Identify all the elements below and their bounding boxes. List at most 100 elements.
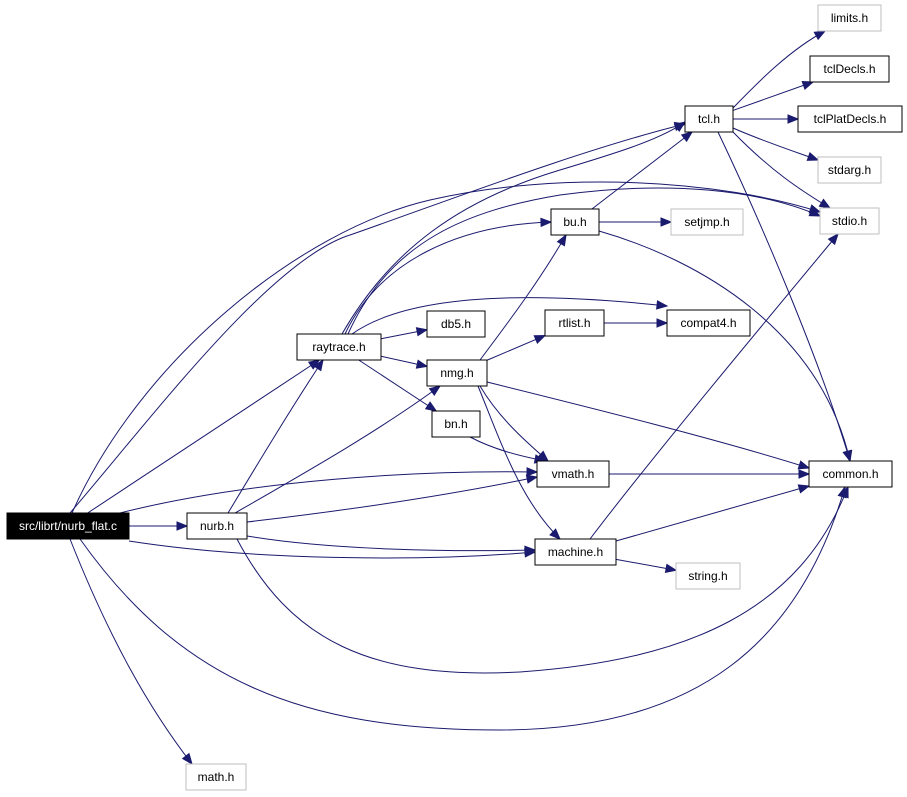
node-label: raytrace.h	[312, 340, 365, 354]
edge-machine-to-stdio	[589, 232, 839, 540]
node-string[interactable]: string.h	[675, 562, 741, 590]
arrowhead-icon	[428, 385, 442, 397]
node-box	[536, 460, 610, 488]
edge-raytrace-to-db5	[380, 327, 429, 340]
node-machine[interactable]: machine.h	[534, 538, 617, 566]
edge-tcl-to-stdarg	[732, 127, 820, 161]
edge-machine-to-string	[615, 558, 678, 573]
edge-line	[246, 535, 536, 552]
node-box	[670, 208, 744, 236]
arrowhead-icon	[524, 545, 537, 555]
node-box	[426, 310, 486, 338]
node-vmath[interactable]: vmath.h	[536, 460, 610, 488]
node-nurb[interactable]: nurb.h	[186, 512, 248, 540]
node-label: stdarg.h	[828, 163, 871, 177]
node-label: string.h	[688, 569, 727, 583]
edge-nmg-to-vmath	[479, 385, 550, 462]
edge-raytrace-to-stdio	[347, 187, 822, 335]
edge-nurb_flat-to-machine	[128, 540, 537, 559]
edge-nurb-to-raytrace	[227, 358, 324, 514]
node-label: setjmp.h	[684, 215, 729, 229]
edge-raytrace-to-bu	[344, 217, 553, 335]
edge-nurb_flat-to-nurb	[129, 521, 189, 531]
node-nmg[interactable]: nmg.h	[426, 359, 488, 387]
arrowhead-icon	[787, 114, 800, 124]
edge-nurb_flat-to-math	[69, 538, 193, 766]
node-box	[675, 562, 741, 590]
edge-line	[234, 385, 441, 514]
node-bn[interactable]: bn.h	[431, 410, 481, 438]
edge-line	[71, 181, 821, 514]
node-raytrace[interactable]: raytrace.h	[296, 333, 382, 361]
node-label: machine.h	[548, 545, 603, 559]
arrowhead-icon	[313, 358, 324, 372]
arrowhead-icon	[415, 327, 429, 337]
arrowhead-icon	[818, 198, 832, 209]
node-math[interactable]: math.h	[185, 763, 247, 791]
arrowhead-icon	[556, 233, 567, 247]
edge-tcl-to-tclDecls	[732, 81, 815, 111]
edge-vmath-to-common	[609, 469, 811, 479]
node-compat4[interactable]: compat4.h	[666, 309, 751, 337]
arrowhead-icon	[526, 467, 539, 477]
node-box	[6, 512, 130, 540]
edge-bu-to-tcl	[591, 131, 694, 210]
edge-nurb_flat-to-raytrace	[87, 359, 321, 514]
arrowhead-icon	[797, 484, 811, 494]
edge-line	[486, 335, 546, 361]
edge-line	[236, 486, 849, 674]
node-box	[534, 538, 617, 566]
node-box	[819, 207, 880, 235]
node-tclPlatDecls[interactable]: tclPlatDecls.h	[797, 105, 903, 133]
edge-line	[477, 385, 561, 540]
edge-nmg-to-common	[486, 381, 811, 470]
edge-line	[615, 485, 810, 542]
node-setjmp[interactable]: setjmp.h	[670, 208, 744, 236]
node-box	[426, 359, 488, 387]
edge-bn-to-vmath	[469, 436, 547, 464]
node-box	[550, 208, 600, 236]
edge-bu-to-setjmp	[599, 217, 673, 227]
arrowhead-icon	[797, 460, 811, 470]
node-nurb_flat[interactable]: src/librt/nurb_flat.c	[6, 512, 130, 540]
arrowhead-icon	[424, 401, 438, 412]
node-stdarg[interactable]: stdarg.h	[817, 156, 882, 184]
arrowhead-icon	[533, 335, 547, 345]
arrowhead-icon	[415, 359, 429, 369]
node-box	[817, 4, 882, 32]
node-box	[684, 105, 734, 133]
node-bu[interactable]: bu.h	[550, 208, 600, 236]
edge-line	[717, 131, 851, 462]
arrowhead-icon	[525, 474, 539, 484]
edge-nurb-to-machine	[246, 535, 537, 555]
node-label: common.h	[822, 467, 878, 481]
edge-line	[119, 471, 538, 514]
node-common[interactable]: common.h	[808, 460, 893, 488]
edge-line	[732, 81, 814, 111]
arrowhead-icon	[664, 563, 678, 573]
edge-line	[227, 359, 324, 514]
arrowhead-icon	[673, 121, 687, 132]
node-stdio[interactable]: stdio.h	[819, 207, 880, 235]
node-box	[809, 55, 890, 83]
arrowhead-icon	[176, 521, 189, 531]
node-tcl[interactable]: tcl.h	[684, 105, 734, 133]
node-box	[185, 763, 247, 791]
node-label: tclDecls.h	[823, 62, 875, 76]
edge-line	[479, 234, 567, 361]
edge-line	[598, 230, 851, 462]
edge-bu-to-common	[598, 230, 853, 463]
node-label: db5.h	[441, 317, 471, 331]
arrowhead-icon	[839, 485, 849, 499]
arrowhead-icon	[540, 217, 553, 228]
node-db5[interactable]: db5.h	[426, 310, 486, 338]
edge-line	[347, 187, 821, 335]
node-label: bu.h	[563, 215, 586, 229]
node-tclDecls[interactable]: tclDecls.h	[809, 55, 890, 83]
edge-line	[128, 540, 536, 559]
edge-line	[358, 359, 437, 412]
node-limits[interactable]: limits.h	[817, 4, 882, 32]
edge-tcl-to-tclPlatDecls	[733, 114, 800, 124]
node-rtlist[interactable]: rtlist.h	[544, 309, 605, 337]
